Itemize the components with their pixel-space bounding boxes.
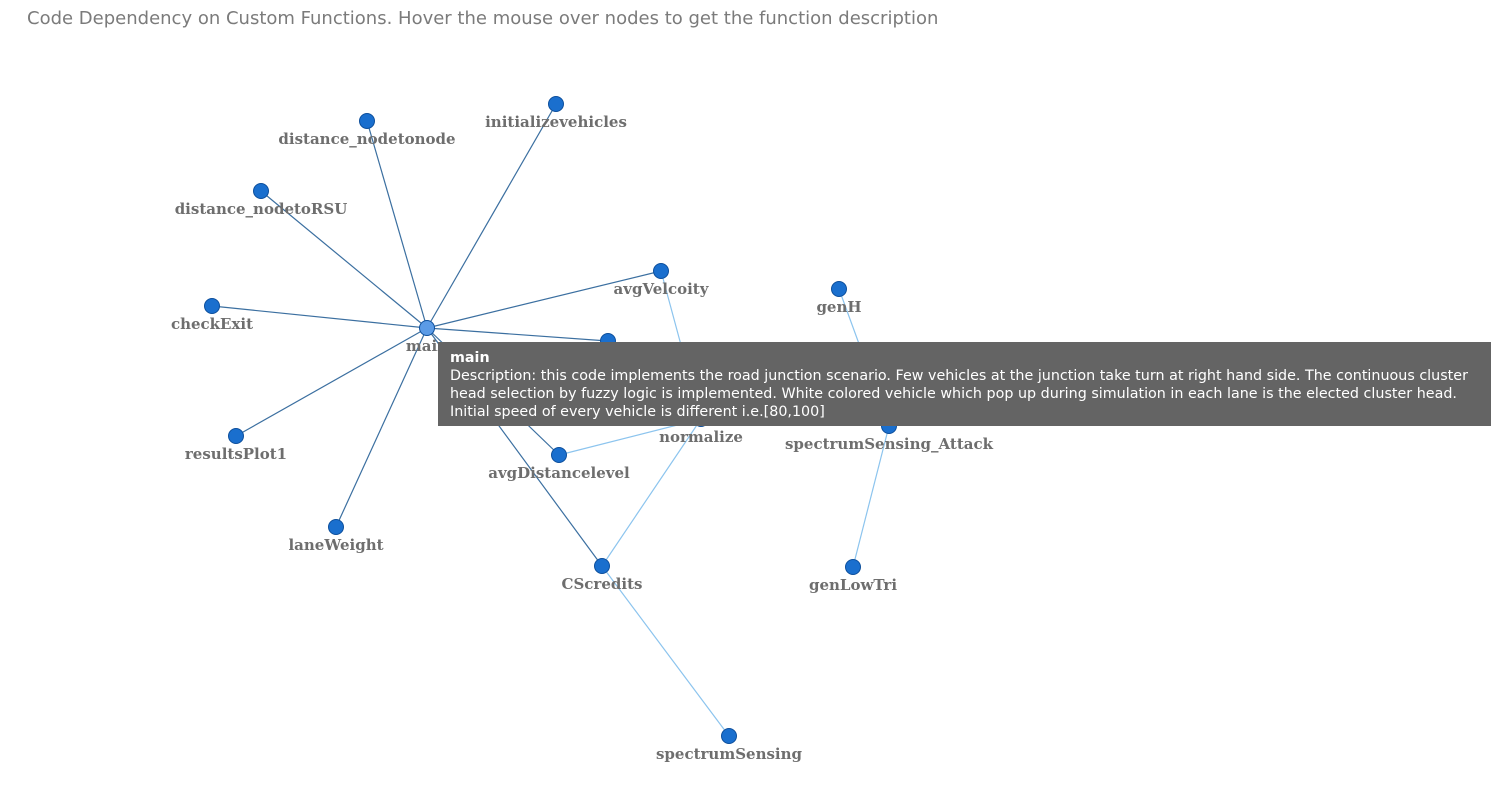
node-label-spectrumSensing: spectrumSensing [656,745,803,763]
node-label-distance_nodetonode: distance_nodetonode [278,130,455,148]
label-layer: main distance_nodetonode initializevehicle… [171,113,994,763]
edge-main-initializevehicles [426,103,557,329]
node-genLowTri[interactable] [845,559,861,575]
node-main[interactable] [419,320,435,336]
node-label-distance_nodetoRSU: distance_nodetoRSU [175,200,348,218]
edge-CScredits-normalize [601,418,702,567]
edge-main-distance_nodetonode [366,120,428,329]
node-label-spectrumSensing_Attack: spectrumSensing_Attack [785,435,994,453]
edge-main-distance_nodetoRSU [260,190,428,329]
hover-tooltip: main Description: this code implements t… [438,342,1491,426]
node-laneWeight[interactable] [328,519,344,535]
node-label-CScredits: CScredits [562,575,643,593]
node-label-avgDistancelevel: avgDistancelevel [488,464,630,482]
node-avgDistancelevel[interactable] [551,447,567,463]
node-label-avgVelcoity: avgVelcoity [614,280,710,298]
node-label-genLowTri: genLowTri [809,576,897,594]
node-checkExit[interactable] [204,298,220,314]
edge-main-laneWeight [335,327,428,528]
node-label-laneWeight: laneWeight [288,536,383,554]
node-label-genH: genH [816,298,861,316]
node-genH[interactable] [831,281,847,297]
node-initializevehicles[interactable] [548,96,564,112]
node-label-checkExit: checkExit [171,315,253,333]
node-label-normalize: normalize [659,428,743,446]
node-CScredits[interactable] [594,558,610,574]
node-distance_nodetonode[interactable] [359,113,375,129]
node-resultsPlot1[interactable] [228,428,244,444]
tooltip-description: Description: this code implements the ro… [450,368,1468,420]
edge-main-resultsPlot1 [235,327,428,437]
edge-CScredits-spectrumSensing [601,565,730,737]
edge-main-nwconnectlevel [426,327,609,342]
chart-title: Code Dependency on Custom Functions. Hov… [27,8,939,29]
edge-main-avgVelcoity [426,270,662,329]
tooltip-title: main [450,350,490,366]
node-avgVelcoity[interactable] [653,263,669,279]
node-layer [204,96,897,744]
node-distance_nodetoRSU[interactable] [253,183,269,199]
node-label-initializevehicles: initializevehicles [485,113,627,131]
node-spectrumSensing[interactable] [721,728,737,744]
edge-spectrumSensing_Attack-genLowTri [852,425,890,568]
edge-main-checkExit [211,305,428,329]
node-label-main: main [406,337,448,355]
node-label-resultsPlot1: resultsPlot1 [185,445,287,463]
